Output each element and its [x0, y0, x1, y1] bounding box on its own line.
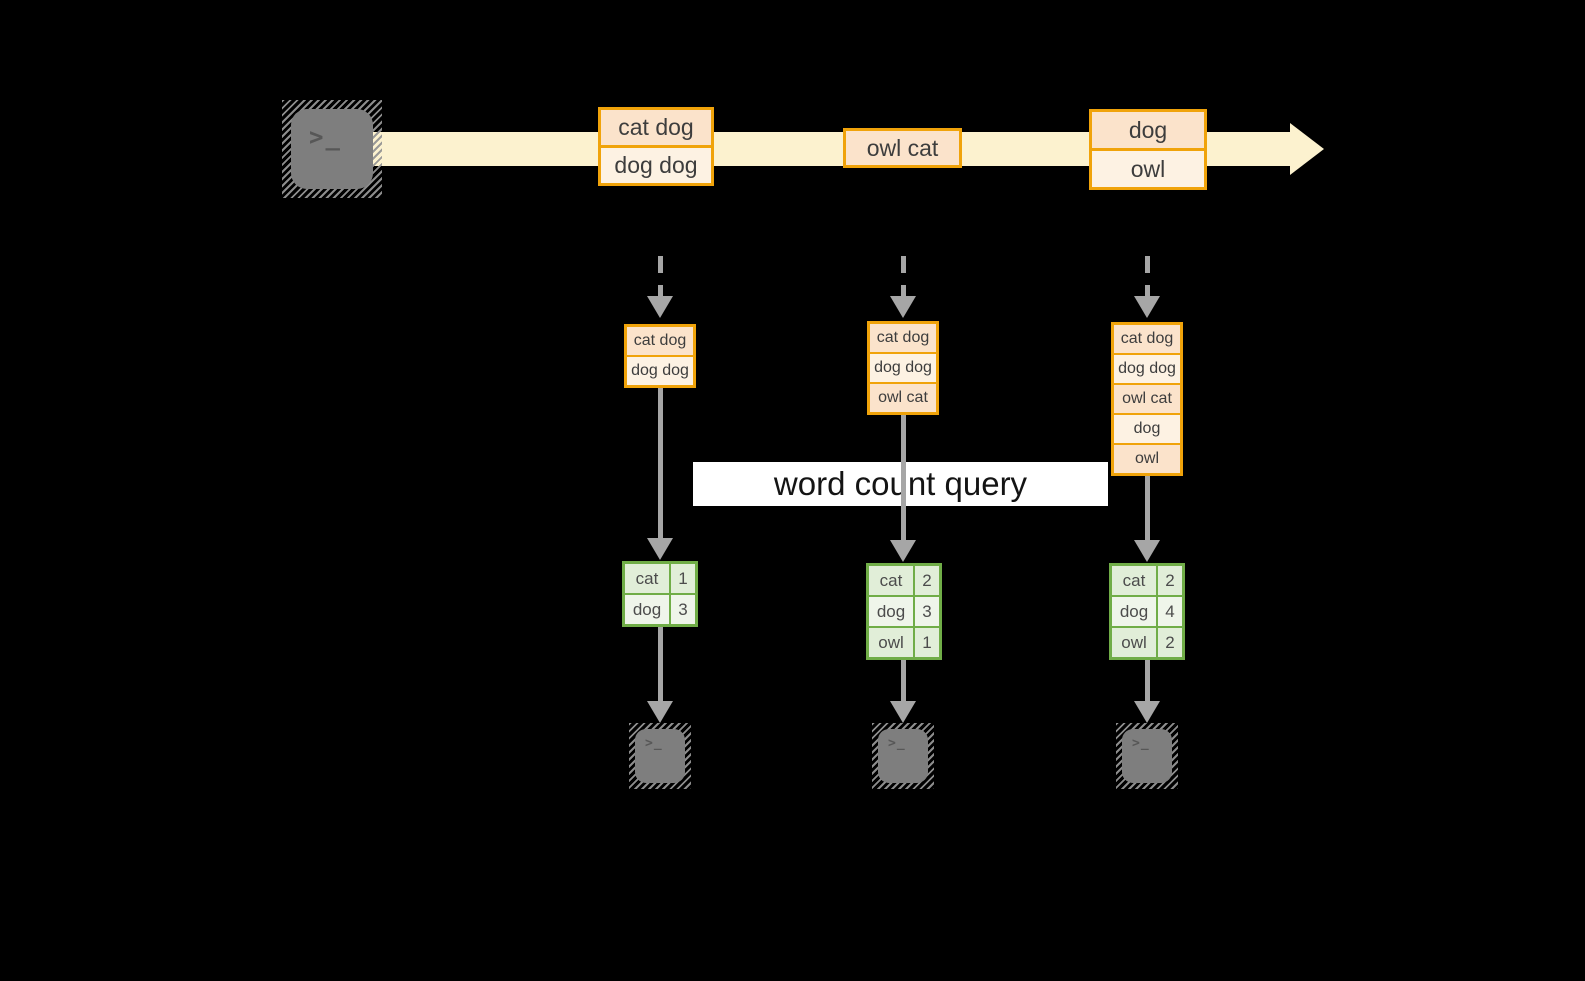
table-row: cat 1 [625, 564, 695, 593]
count-cell: 2 [1156, 566, 1182, 595]
word-count-table-3: cat 2 dog 4 owl 2 [1109, 563, 1185, 660]
word-cell: cat [869, 566, 913, 595]
count-cell: 4 [1156, 597, 1182, 626]
batch-to-state-arrow-2 [901, 256, 906, 298]
sink-terminal-icon-1: >_ [629, 723, 691, 789]
arrow-down-icon [890, 540, 916, 562]
state-to-counts-arrow-1 [658, 386, 663, 538]
terminal-screen: >_ [291, 109, 373, 189]
arrow-down-icon [1134, 540, 1160, 562]
table-row: owl 1 [869, 626, 939, 657]
counts-to-sink-arrow-3 [1145, 658, 1150, 701]
word-cell: owl [869, 628, 913, 657]
terminal-prompt-icon: >_ [309, 123, 342, 151]
count-cell: 2 [1156, 628, 1182, 657]
arrow-down-icon [647, 538, 673, 560]
stream-record: dog dog [601, 145, 711, 183]
state-row: dog dog [627, 355, 693, 385]
word-cell: dog [625, 595, 669, 624]
stream-record: owl cat [846, 131, 959, 165]
terminal-prompt-icon: >_ [888, 736, 906, 751]
table-row: cat 2 [869, 566, 939, 595]
table-row: dog 4 [1112, 595, 1182, 626]
arrow-down-icon [647, 701, 673, 723]
state-row: cat dog [870, 324, 936, 352]
stream-batch-2: owl cat [843, 128, 962, 168]
word-count-table-2: cat 2 dog 3 owl 1 [866, 563, 942, 660]
state-box-2: cat dog dog dog owl cat [867, 321, 939, 415]
table-row: owl 2 [1112, 626, 1182, 657]
arrow-down-icon [890, 701, 916, 723]
table-row: cat 2 [1112, 566, 1182, 595]
terminal-prompt-icon: >_ [1132, 736, 1150, 751]
word-cell: owl [1112, 628, 1156, 657]
stream-record: dog [1092, 112, 1204, 148]
state-to-counts-arrow-2 [901, 413, 906, 540]
word-count-table-1: cat 1 dog 3 [622, 561, 698, 627]
terminal-prompt-icon: >_ [645, 736, 663, 751]
state-box-1: cat dog dog dog [624, 324, 696, 388]
word-cell: dog [1112, 597, 1156, 626]
state-row: owl cat [1114, 383, 1180, 413]
state-row: owl cat [870, 382, 936, 412]
batch-to-state-arrow-3 [1145, 256, 1150, 298]
arrow-down-icon [1134, 701, 1160, 723]
source-terminal-icon: >_ [282, 100, 382, 198]
count-cell: 1 [913, 628, 939, 657]
arrow-down-icon [890, 296, 916, 318]
table-row: dog 3 [869, 595, 939, 626]
terminal-screen: >_ [878, 729, 928, 783]
state-to-counts-arrow-3 [1145, 475, 1150, 540]
count-cell: 2 [913, 566, 939, 595]
counts-to-sink-arrow-2 [901, 658, 906, 701]
count-cell: 1 [669, 564, 695, 593]
stream-record: cat dog [601, 110, 711, 145]
word-cell: cat [625, 564, 669, 593]
stream-batch-3: dog owl [1089, 109, 1207, 190]
query-label: word count query [693, 462, 1108, 506]
stream-record: owl [1092, 148, 1204, 187]
state-row: cat dog [627, 327, 693, 355]
count-cell: 3 [669, 595, 695, 624]
state-row: cat dog [1114, 325, 1180, 353]
counts-to-sink-arrow-1 [658, 625, 663, 701]
table-row: dog 3 [625, 593, 695, 624]
arrow-down-icon [1134, 296, 1160, 318]
stream-batch-1: cat dog dog dog [598, 107, 714, 186]
terminal-screen: >_ [1122, 729, 1172, 783]
sink-terminal-icon-2: >_ [872, 723, 934, 789]
word-cell: cat [1112, 566, 1156, 595]
terminal-screen: >_ [635, 729, 685, 783]
count-cell: 3 [913, 597, 939, 626]
sink-terminal-icon-3: >_ [1116, 723, 1178, 789]
state-row: owl [1114, 443, 1180, 473]
state-row: dog dog [870, 352, 936, 382]
stream-timeline-arrowhead-icon [1290, 123, 1324, 175]
state-row: dog dog [1114, 353, 1180, 383]
batch-to-state-arrow-1 [658, 256, 663, 298]
arrow-down-icon [647, 296, 673, 318]
state-box-3: cat dog dog dog owl cat dog owl [1111, 322, 1183, 476]
state-row: dog [1114, 413, 1180, 443]
word-cell: dog [869, 597, 913, 626]
